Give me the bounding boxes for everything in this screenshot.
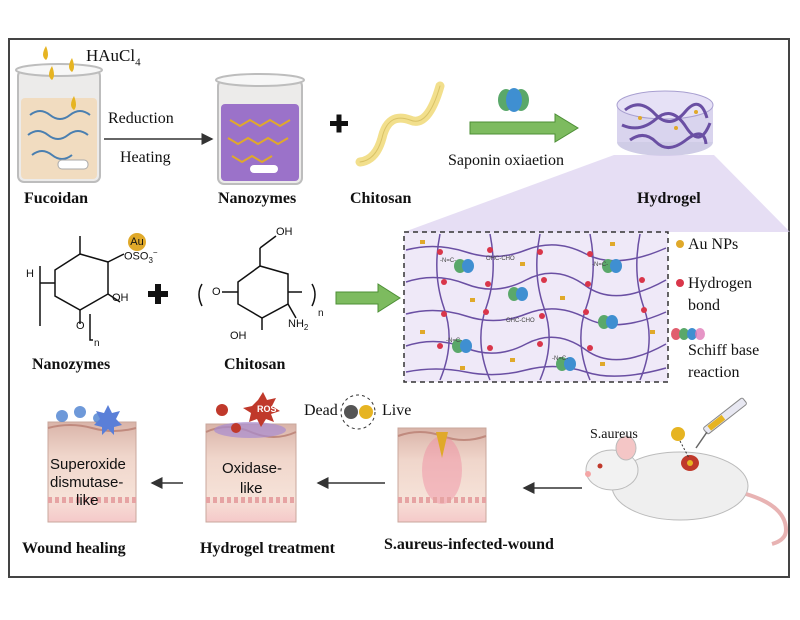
figure-frame	[8, 38, 790, 578]
schiff-label-4: OHC-CHO	[506, 318, 535, 324]
saponin-molecule	[498, 88, 529, 112]
hydrogel-treatment-label: Hydrogel treatment	[200, 540, 335, 557]
chitosan-label-middle: Chitosan	[224, 356, 286, 373]
skin-hydrogel-treatment	[205, 392, 297, 523]
oh-label-fucoidan: OH	[112, 292, 129, 304]
legend-schiff-line1: Schiff base	[688, 342, 760, 359]
legend-hbond-line1: Hydrogen	[688, 275, 752, 292]
o-label-fucoidan: O	[76, 320, 85, 332]
legend-hbond-line2: bond	[688, 297, 720, 314]
hydrogel-dish	[616, 90, 714, 156]
hydrogel-network-box	[403, 231, 669, 383]
schiff-label-6: -N=C-	[552, 356, 569, 362]
oxidase-like-label: Oxidase- like	[222, 459, 282, 499]
nh2-label: NH2	[288, 318, 309, 333]
wound-healing-label: Wound healing	[22, 540, 126, 557]
legend-au-text: Au NPs	[688, 236, 739, 253]
fucoidan-structure	[39, 236, 125, 341]
nanozymes-label-middle: Nanozymes	[32, 356, 111, 373]
oh-label-bottom-chitosan: OH	[230, 330, 247, 342]
oso3-label: OSO3−	[124, 248, 158, 265]
zoom-wedge	[404, 155, 790, 232]
skin-infected-wound	[397, 427, 487, 523]
oxidase-line2: like	[240, 480, 263, 497]
sod-line2: dismutase-	[50, 474, 124, 491]
step-heating-label: Heating	[120, 149, 171, 166]
plus-sign-middle	[148, 284, 168, 304]
h-atom: H	[26, 268, 34, 280]
au-badge: Au	[128, 233, 146, 251]
hydrogel-label-top: Hydrogel	[637, 190, 701, 207]
live-label: Live	[382, 402, 412, 419]
sod-line3: like	[76, 492, 99, 509]
step-reduction-label: Reduction	[108, 110, 174, 127]
sod-line1: Superoxide	[50, 456, 126, 473]
legend-hbond-marker	[676, 279, 684, 287]
schiff-label-3: -N=C-	[592, 262, 609, 268]
oxidase-line1: Oxidase-	[222, 460, 283, 477]
plus-sign-top	[330, 114, 348, 133]
schiff-base-clusters	[452, 259, 622, 371]
sod-like-label: Superoxide dismutase- like	[50, 456, 126, 510]
chitosan-structure	[198, 235, 316, 330]
legend-schiff-marker	[671, 328, 705, 340]
chitosan-strand	[355, 81, 445, 167]
nanozymes-beaker	[215, 73, 305, 185]
skin-wound-healing	[47, 405, 137, 523]
legend-schiff-line2: reaction	[688, 364, 740, 381]
fucoidan-label: Fucoidan	[24, 190, 89, 207]
mouse-illustration	[585, 397, 789, 546]
schiff-label-2: OHC-CHO	[486, 256, 515, 262]
crosslink-arrow	[335, 283, 401, 313]
schiff-label-5: -N=C-	[446, 338, 463, 344]
saureus-label: S.aureus	[590, 427, 638, 442]
legend-au-marker	[676, 240, 684, 248]
ros-label: ROS	[257, 404, 277, 414]
fucoidan-beaker	[15, 46, 103, 183]
dead-live-icon	[340, 394, 376, 430]
saponin-arrow	[469, 113, 579, 143]
n-label-chitosan: n	[318, 308, 324, 319]
schiff-label-1: -N=C-	[440, 258, 457, 264]
o-label-chitosan: O	[212, 286, 221, 298]
precursor-label: HAuCl4	[86, 46, 141, 69]
chitosan-label-top: Chitosan	[350, 190, 412, 207]
n-label-fucoidan: n	[94, 338, 100, 349]
dead-label: Dead	[304, 402, 338, 419]
nanozymes-label-top: Nanozymes	[218, 190, 297, 207]
infected-wound-label: S.aureus-infected-wound	[384, 536, 554, 553]
saponin-step-label: Saponin oxiaetion	[448, 152, 564, 169]
oh-label-top-chitosan: OH	[276, 226, 293, 238]
